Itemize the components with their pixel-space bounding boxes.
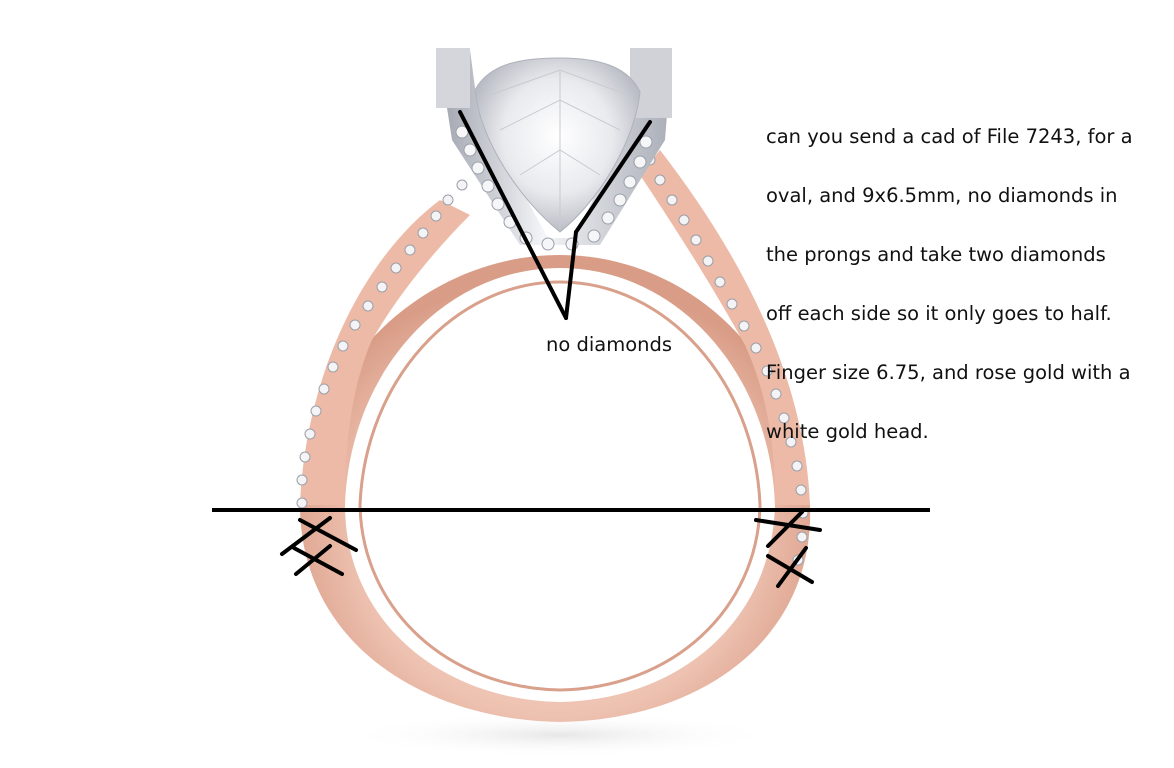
remove-marks-left [280, 516, 358, 576]
instruction-line: oval, and 9x6.5mm, no diamonds in [766, 183, 1118, 207]
no-diamonds-v-mark [458, 110, 652, 320]
instructions-note: can you send a cad of File 7243, for a o… [766, 92, 1146, 476]
no-diamonds-label: no diamonds [546, 333, 673, 356]
left-shoulder [300, 200, 470, 505]
ring-shadow [340, 713, 780, 757]
instruction-line: the prongs and take two diamonds [766, 242, 1106, 266]
instruction-line: white gold head. [766, 419, 929, 443]
instruction-line: can you send a cad of File 7243, for a [766, 124, 1133, 148]
center-stone [474, 57, 641, 233]
left-pave-diamonds [296, 179, 468, 509]
instruction-line: Finger size 6.75, and rose gold with a [766, 360, 1131, 384]
remove-marks-right [754, 510, 822, 588]
right-shoulder [640, 150, 810, 505]
instruction-line: off each side so it only goes to half. [766, 301, 1112, 325]
band-inner-edge [358, 280, 762, 692]
white-gold-head [436, 48, 672, 251]
